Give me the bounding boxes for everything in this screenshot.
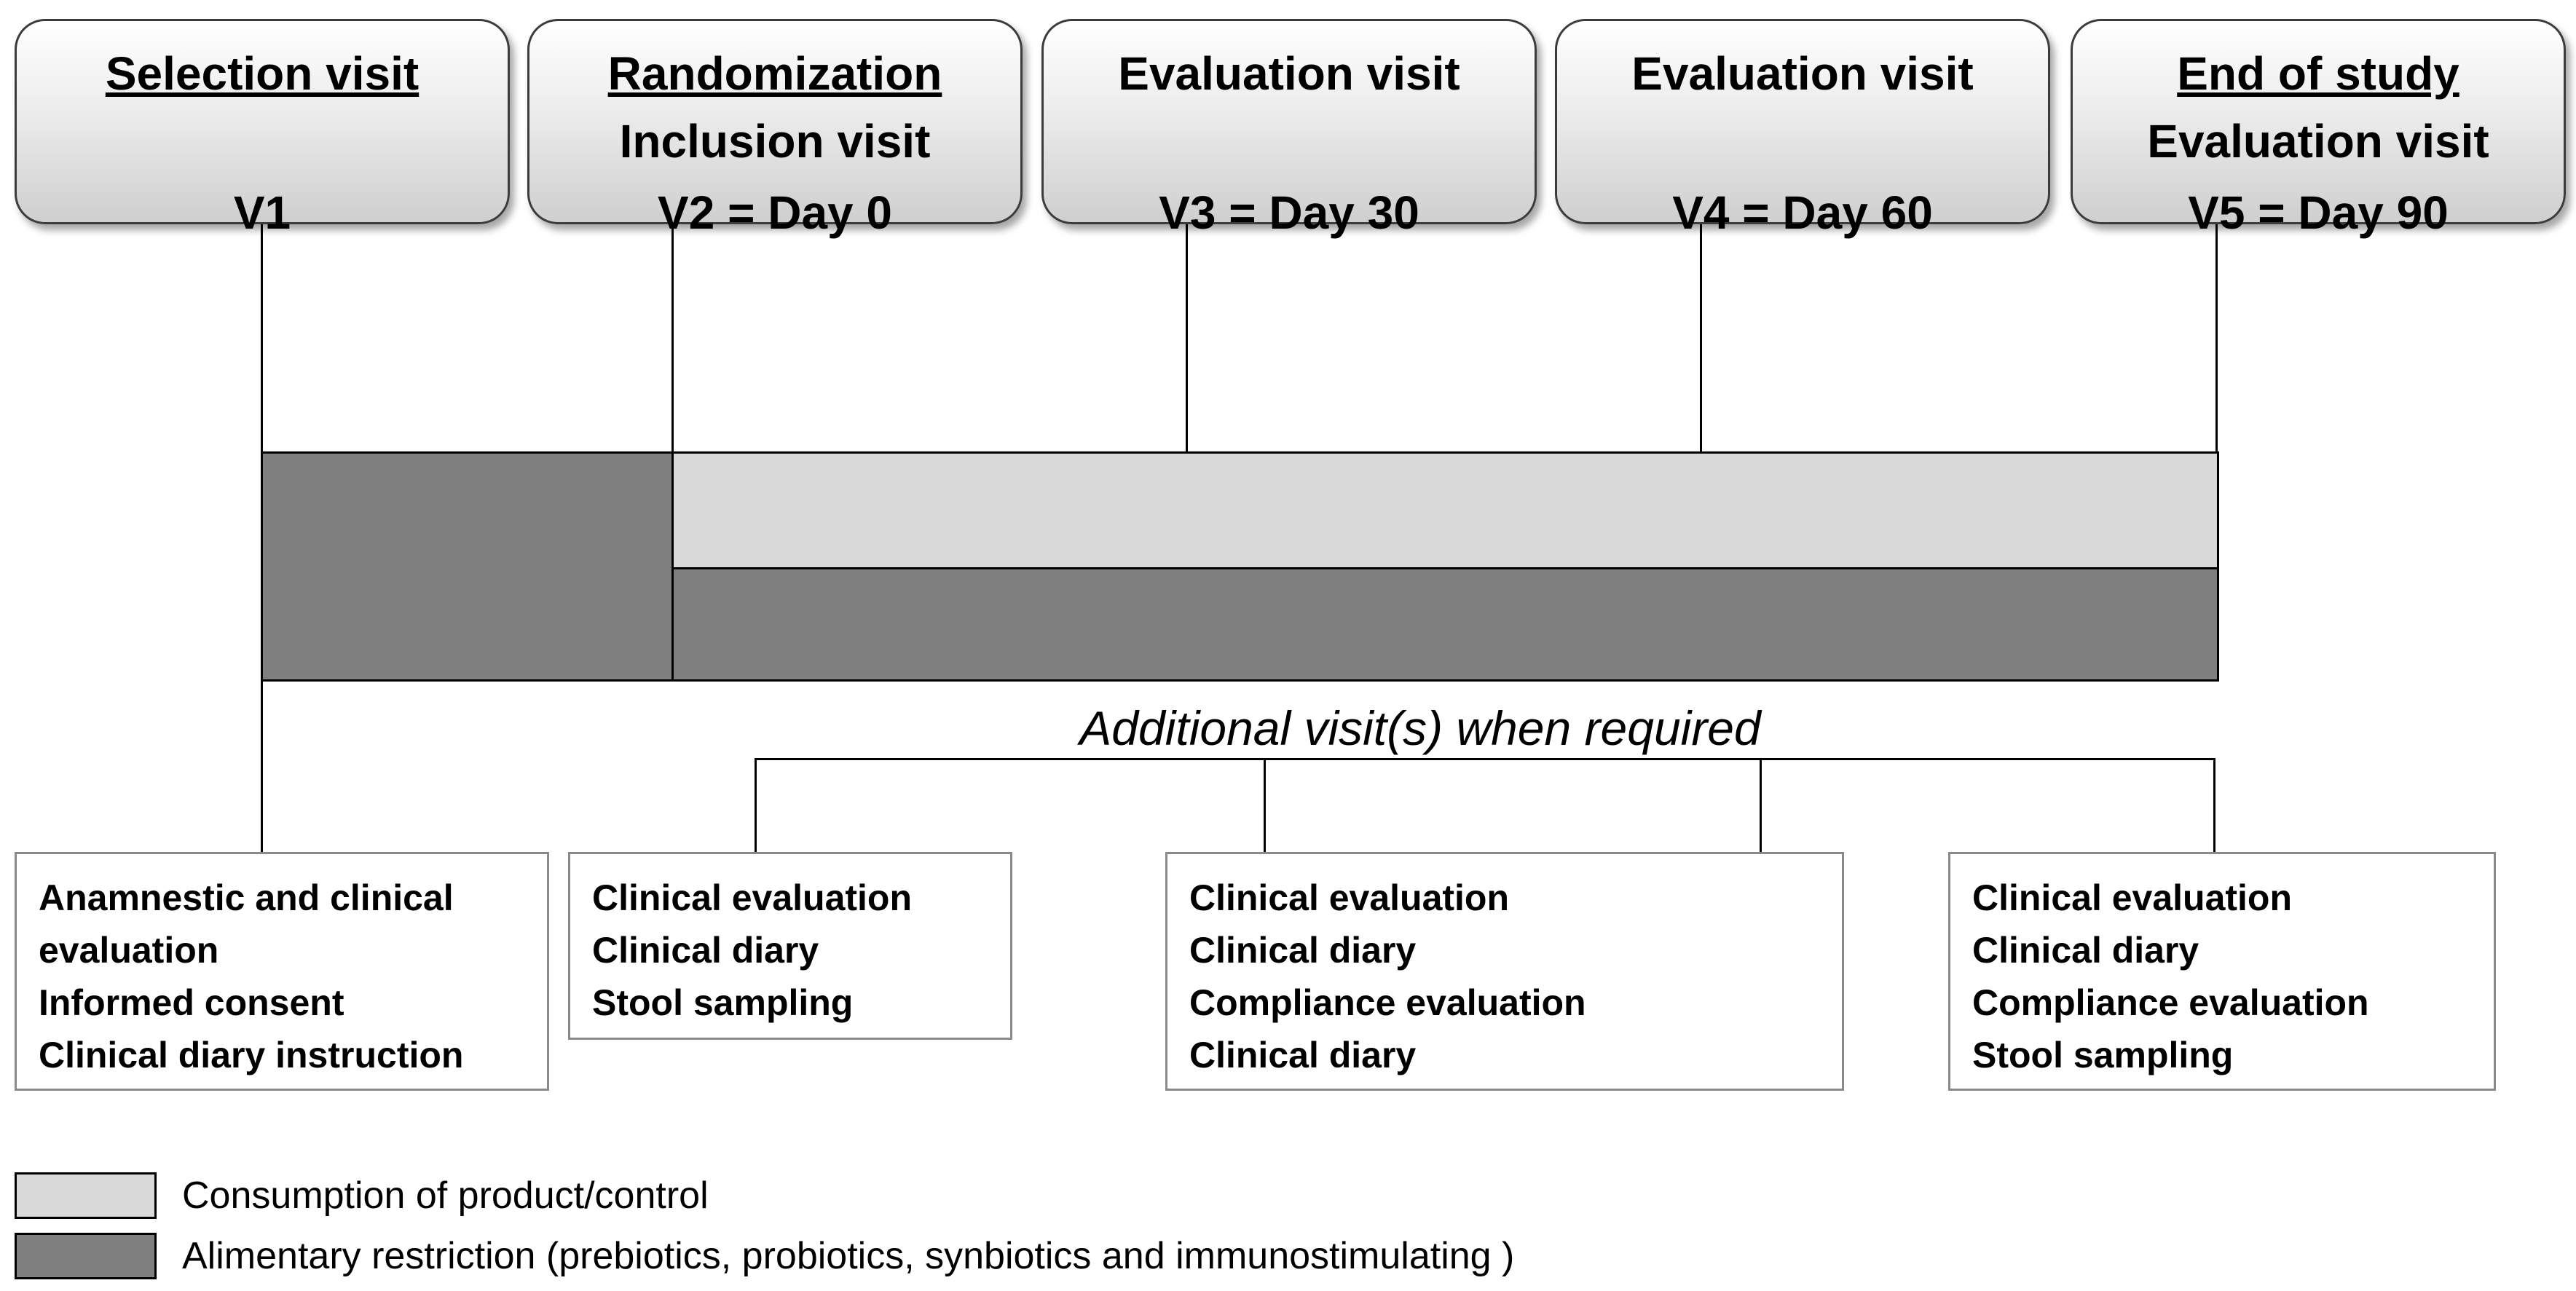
activity-item: Stool sampling (592, 982, 854, 1023)
visit-subtitle: Inclusion visit (619, 115, 931, 167)
legend-label-consumption: Consumption of product/control (182, 1174, 709, 1217)
connector-v3 (1186, 224, 1188, 451)
visit-title: Randomization (607, 47, 942, 100)
visit-day: V2 = Day 0 (658, 186, 892, 239)
visit-day: V3 = Day 30 (1159, 186, 1419, 239)
activity-item: Compliance evaluation (1972, 982, 2369, 1023)
activity-item: Clinical diary (592, 930, 819, 971)
visit-box-v3: Evaluation visit V3 = Day 30 (1041, 19, 1537, 239)
activity-box-end: Clinical evaluation Clinical diary Compl… (1948, 852, 2496, 1091)
connector-v2 (671, 224, 674, 451)
restriction-bar-study (671, 567, 2219, 682)
legend-swatch-restriction (15, 1233, 157, 1279)
visit-title: Evaluation visit (1118, 47, 1460, 100)
visit-title: End of study (2177, 47, 2459, 100)
visit-day: V5 = Day 90 (2188, 186, 2449, 239)
activity-item: Clinical evaluation (1189, 877, 1510, 918)
activity-item: Clinical evaluation (592, 877, 913, 918)
activity-box-evaluation: Clinical evaluation Clinical diary Compl… (1165, 852, 1844, 1091)
visit-title: Evaluation visit (1631, 47, 1974, 100)
visit-box-v1: Selection visit V1 (15, 19, 510, 239)
connector-v1-activity (261, 682, 263, 852)
activity-item: Clinical diary (1189, 1035, 1417, 1075)
activity-box-selection: Anamnestic and clinical evaluation Infor… (15, 852, 549, 1091)
activity-item: Compliance evaluation (1189, 982, 1586, 1023)
visit-title: Selection visit (105, 47, 420, 100)
restriction-bar-selection (261, 451, 674, 682)
activity-item: evaluation (39, 930, 219, 971)
additional-visits-label: Additional visit(s) when required (1079, 701, 1761, 755)
bracket-drop-3 (1760, 758, 1762, 852)
activity-box-inclusion: Clinical evaluation Clinical diary Stool… (568, 852, 1012, 1040)
activity-item: Clinical diary instruction (39, 1035, 464, 1075)
visit-box-v2: Randomization Inclusion visit V2 = Day 0 (527, 19, 1023, 239)
activity-item: Anamnestic and clinical (39, 877, 454, 918)
activity-item: Clinical evaluation (1972, 877, 2293, 918)
bracket-drop-4 (2213, 758, 2215, 852)
visit-subtitle: Evaluation visit (2147, 115, 2489, 167)
connector-v5 (2215, 224, 2218, 451)
visit-box-v4: Evaluation visit V4 = Day 60 (1555, 19, 2050, 239)
additional-visits-bracket (755, 758, 2215, 760)
activity-item: Clinical diary (1189, 930, 1417, 971)
legend-swatch-consumption (15, 1172, 157, 1219)
legend-label-restriction: Alimentary restriction (prebiotics, prob… (182, 1235, 1515, 1277)
visit-box-v5: End of study Evaluation visit V5 = Day 9… (2071, 19, 2566, 239)
visit-day: V4 = Day 60 (1672, 186, 1933, 239)
bracket-drop-1 (755, 758, 757, 852)
activity-item: Informed consent (39, 982, 344, 1023)
connector-v1 (261, 224, 263, 451)
bracket-drop-2 (1264, 758, 1266, 852)
connector-v4 (1700, 224, 1702, 451)
activity-item: Stool sampling (1972, 1035, 2234, 1075)
consumption-bar (671, 451, 2219, 569)
activity-item: Clinical diary (1972, 930, 2199, 971)
